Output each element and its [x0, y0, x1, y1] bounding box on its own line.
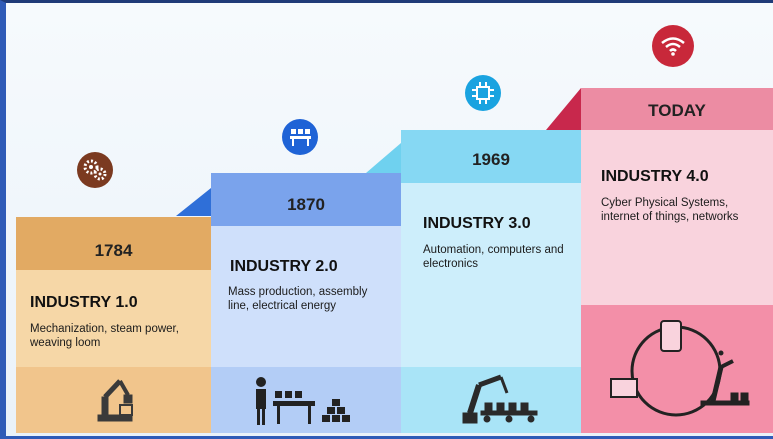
stage-title: INDUSTRY 2.0 [230, 258, 338, 275]
icon-bar [16, 367, 211, 433]
year-bar [16, 217, 211, 270]
stage-title: INDUSTRY 1.0 [30, 294, 138, 311]
stage-description: Mass production, assembly line, electric… [228, 286, 368, 312]
stage-industry-3: 1969 INDUSTRY 3.0 Automation, computers … [401, 130, 581, 433]
stage-description: Mechanization, steam power, weaving loom [30, 323, 179, 349]
stage-year: 1870 [287, 195, 325, 214]
stage-year: 1969 [472, 150, 510, 169]
icon-bar [401, 367, 581, 433]
year-bar [211, 173, 401, 226]
conveyor-icon [282, 119, 318, 155]
assembly-line-worker-icon [256, 377, 350, 425]
stage-year: 1784 [94, 241, 133, 260]
icon-bar [211, 367, 401, 433]
connected-factory-icon [610, 320, 750, 417]
step-ramps [176, 88, 581, 216]
icon-bar [581, 305, 773, 433]
stage-year: TODAY [648, 101, 706, 120]
stage-title: INDUSTRY 4.0 [601, 168, 709, 185]
stage-industry-1: 1784 INDUSTRY 1.0 Mechanization, steam p… [16, 217, 211, 433]
wifi-icon [652, 25, 694, 67]
robot-arm-icon [97, 379, 133, 422]
year-bar [401, 130, 581, 183]
gears-icon [77, 152, 113, 188]
stage-industry-2: 1870 INDUSTRY 2.0 Mass production, assem… [211, 173, 401, 433]
stage-description: Cyber Physical Systems, internet of thin… [601, 197, 739, 223]
stage-description: Automation, computers and electronics [423, 244, 564, 270]
chip-icon [465, 75, 501, 111]
stage-title: INDUSTRY 3.0 [423, 215, 531, 232]
industrial-robot-icon [462, 374, 538, 424]
stage-industry-4: TODAY INDUSTRY 4.0 Cyber Physical System… [581, 88, 773, 433]
year-bar [581, 88, 773, 130]
